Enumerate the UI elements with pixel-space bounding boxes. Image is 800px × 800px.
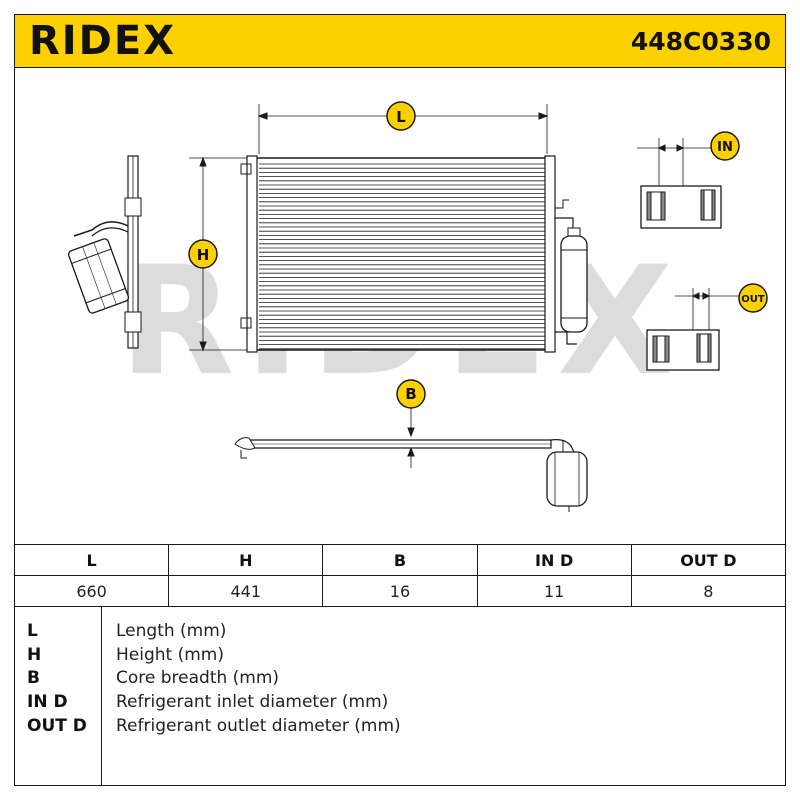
drawing-canvas: RIDEX xyxy=(67,101,768,512)
brand-logo: RIDEX xyxy=(29,18,177,64)
header-in-d: IN D xyxy=(476,544,632,576)
label-h: H xyxy=(197,246,210,264)
condenser-side-view xyxy=(67,155,142,349)
legend-desc: Length (mm) xyxy=(116,621,227,641)
technical-drawing: RIDEX xyxy=(14,68,786,544)
header-out-d: OUT D xyxy=(630,544,787,576)
header-h: H xyxy=(168,544,324,576)
header-bar: RIDEX 448C0330 xyxy=(14,14,786,68)
condenser-front-view xyxy=(240,155,588,353)
value-in-d: 11 xyxy=(476,575,632,607)
legend-row-l: L Length (mm) xyxy=(15,619,785,643)
legend-desc: Refrigerant outlet diameter (mm) xyxy=(116,716,401,736)
header-l: L xyxy=(13,544,170,576)
value-l: 660 xyxy=(13,575,170,607)
label-l: L xyxy=(396,108,406,126)
legend-key: OUT D xyxy=(27,716,87,736)
legend-key: H xyxy=(27,645,42,665)
inlet-detail xyxy=(637,131,740,229)
legend-desc: Height (mm) xyxy=(116,645,224,665)
value-out-d: 8 xyxy=(630,575,787,607)
height-dimension xyxy=(188,156,247,352)
legend-divider xyxy=(101,607,102,785)
legend-desc: Refrigerant inlet diameter (mm) xyxy=(116,692,389,712)
legend-key: L xyxy=(27,621,38,641)
legend-box: L Length (mm) H Height (mm) B Core bread… xyxy=(14,606,786,786)
label-b: B xyxy=(405,385,416,403)
header-b: B xyxy=(322,544,478,576)
legend-key: B xyxy=(27,668,40,688)
value-h: 441 xyxy=(168,575,324,607)
legend-row-b: B Core breadth (mm) xyxy=(15,666,785,690)
outlet-detail xyxy=(646,283,768,371)
condenser-fins xyxy=(259,163,545,350)
dimension-header-row: L H B IN D OUT D xyxy=(13,544,787,576)
dimension-table: L H B IN D OUT D 660 441 16 11 8 xyxy=(13,544,787,607)
legend-row-h: H Height (mm) xyxy=(15,643,785,667)
legend-key: IN D xyxy=(27,692,68,712)
legend-desc: Core breadth (mm) xyxy=(116,668,280,688)
breadth-dimension xyxy=(396,379,426,468)
part-number: 448C0330 xyxy=(630,27,771,56)
condenser-top-view xyxy=(234,437,588,512)
label-out: OUT xyxy=(741,294,765,305)
legend-row-out-d: OUT D Refrigerant outlet diameter (mm) xyxy=(15,714,785,738)
dimension-value-row: 660 441 16 11 8 xyxy=(13,575,787,607)
label-in: IN xyxy=(717,140,733,155)
value-b: 16 xyxy=(322,575,478,607)
legend-row-in-d: IN D Refrigerant inlet diameter (mm) xyxy=(15,690,785,714)
length-dimension xyxy=(257,101,549,154)
